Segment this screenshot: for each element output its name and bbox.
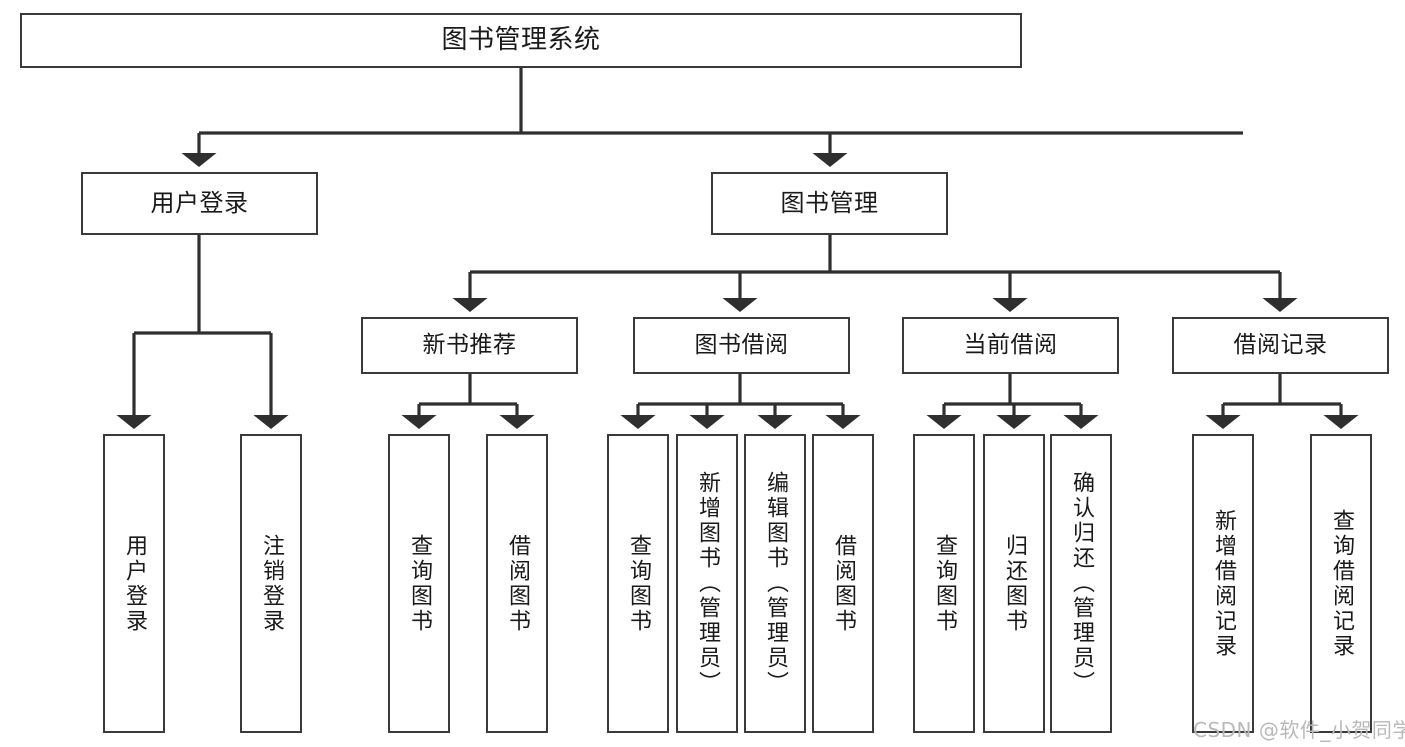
node-label: 用户登录 (150, 189, 249, 218)
node-label: 图书管理 (780, 189, 879, 218)
node-label: 查询借阅记录 (1329, 508, 1354, 659)
node-label: 图书管理系统 (441, 25, 601, 56)
node-label: 借阅图书 (831, 533, 856, 634)
node-label: 查询图书 (932, 533, 957, 634)
csdn-watermark: CSDN @软件_小贺同学 (1193, 718, 1405, 742)
node-label: 新增借阅记录 (1211, 508, 1236, 659)
node-current-borrow[interactable]: 当前借阅 (902, 317, 1119, 374)
node-label: 用户登录 (122, 533, 147, 634)
node-user-login[interactable]: 用户登录 (81, 172, 318, 235)
node-borrow-record[interactable]: 借阅记录 (1172, 317, 1389, 374)
node-book-borrow[interactable]: 图书借阅 (633, 317, 850, 374)
node-label: 新增图书（管理员） (695, 471, 720, 696)
node-label: 图书借阅 (694, 331, 789, 358)
node-label: 新书推荐 (422, 331, 517, 358)
leaf-node-return-book[interactable]: 归还图书 (983, 434, 1045, 733)
node-label: 确认归还（管理员） (1069, 471, 1094, 696)
node-book-management[interactable]: 图书管理 (711, 172, 948, 235)
leaf-node-query-book-current[interactable]: 查询图书 (913, 434, 975, 733)
node-label: 借阅图书 (505, 533, 530, 634)
leaf-node-borrow-book-rec[interactable]: 借阅图书 (486, 434, 548, 733)
leaf-node-user-login[interactable]: 用户登录 (103, 434, 165, 733)
leaf-node-borrow-book[interactable]: 借阅图书 (812, 434, 874, 733)
leaf-node-add-book-admin[interactable]: 新增图书（管理员） (676, 434, 738, 733)
node-label: 借阅记录 (1233, 331, 1328, 358)
node-label: 查询图书 (407, 533, 432, 634)
node-label: 当前借阅 (963, 331, 1058, 358)
node-label: 注销登录 (259, 533, 284, 634)
leaf-node-query-borrow-record[interactable]: 查询借阅记录 (1310, 434, 1372, 733)
node-label: 归还图书 (1002, 533, 1027, 634)
node-new-book-recommendation[interactable]: 新书推荐 (361, 317, 578, 374)
leaf-node-confirm-return-admin[interactable]: 确认归还（管理员） (1050, 434, 1112, 733)
leaf-node-query-book-borrow[interactable]: 查询图书 (607, 434, 669, 733)
node-book-management-system[interactable]: 图书管理系统 (20, 13, 1022, 68)
leaf-node-query-book-rec[interactable]: 查询图书 (388, 434, 450, 733)
leaf-node-add-borrow-record[interactable]: 新增借阅记录 (1192, 434, 1254, 733)
node-label: 编辑图书（管理员） (763, 471, 788, 696)
leaf-node-edit-book-admin[interactable]: 编辑图书（管理员） (744, 434, 806, 733)
node-label: 查询图书 (626, 533, 651, 634)
leaf-node-logout[interactable]: 注销登录 (240, 434, 302, 733)
